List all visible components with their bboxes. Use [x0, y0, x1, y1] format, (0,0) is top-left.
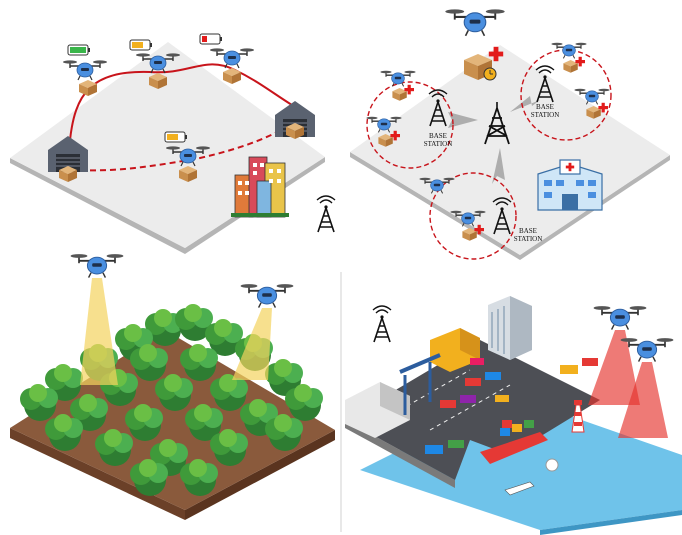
port-panel — [345, 296, 682, 535]
drone-icon — [444, 8, 506, 37]
office-building-icon — [488, 296, 532, 360]
coverage-area — [429, 172, 517, 260]
medical-panel: BASE STATION BASE STATION BASE STATION — [350, 8, 670, 260]
warehouse-icon — [48, 136, 88, 182]
sensing-beam — [588, 330, 640, 405]
link-arrow — [510, 96, 540, 112]
link-arrow — [448, 112, 478, 128]
radio-tower-icon — [316, 195, 336, 233]
drone-icon — [550, 42, 588, 73]
radio-tower-icon — [372, 305, 392, 343]
sea-edge — [540, 510, 682, 535]
road-marking — [399, 369, 511, 431]
buoy-icon — [545, 458, 559, 472]
dock-side — [345, 420, 455, 488]
warehouse-icon — [345, 382, 410, 438]
base-station-label: STATION — [514, 235, 543, 243]
battery-icon — [164, 131, 187, 143]
battery-icon — [129, 39, 152, 51]
base-station-label: BASE — [429, 132, 447, 140]
sensing-beam — [618, 362, 668, 438]
small-ship-icon — [504, 481, 535, 496]
dock-ground — [345, 340, 600, 480]
central-tower-icon — [484, 102, 510, 145]
sensing-beam — [232, 308, 272, 380]
sensing-beam — [80, 278, 118, 385]
forest-ground — [10, 330, 335, 510]
hospital-icon — [537, 159, 603, 211]
container-icon — [425, 358, 598, 454]
base-station-label: STATION — [531, 111, 560, 119]
drone-icon — [62, 59, 108, 96]
soil-left-side — [10, 428, 185, 520]
forest-panel — [10, 253, 335, 520]
ship-icon — [480, 420, 548, 464]
sea-area — [360, 395, 682, 530]
medical-package-icon — [464, 46, 504, 81]
base-station-label: BASE — [519, 227, 537, 235]
battery-icon — [199, 33, 222, 45]
base-station-label: BASE — [536, 103, 554, 111]
base-station-label: STATION — [424, 140, 453, 148]
drone-icon — [592, 305, 648, 331]
battery-icon — [67, 44, 90, 56]
drone-icon — [379, 70, 417, 101]
city-buildings-icon — [231, 156, 289, 218]
crane-icon — [399, 353, 441, 415]
soil-right-side — [185, 430, 335, 520]
warehouse-icon — [430, 328, 480, 372]
coverage-area — [366, 81, 454, 169]
link-arrow — [492, 148, 505, 184]
drone-icon — [239, 283, 295, 309]
dashed-delivery-route — [79, 124, 291, 172]
delivery-panel — [10, 33, 336, 254]
warehouse-icon — [275, 101, 315, 139]
lighthouse-icon — [571, 400, 585, 433]
drone-icon — [69, 253, 125, 279]
